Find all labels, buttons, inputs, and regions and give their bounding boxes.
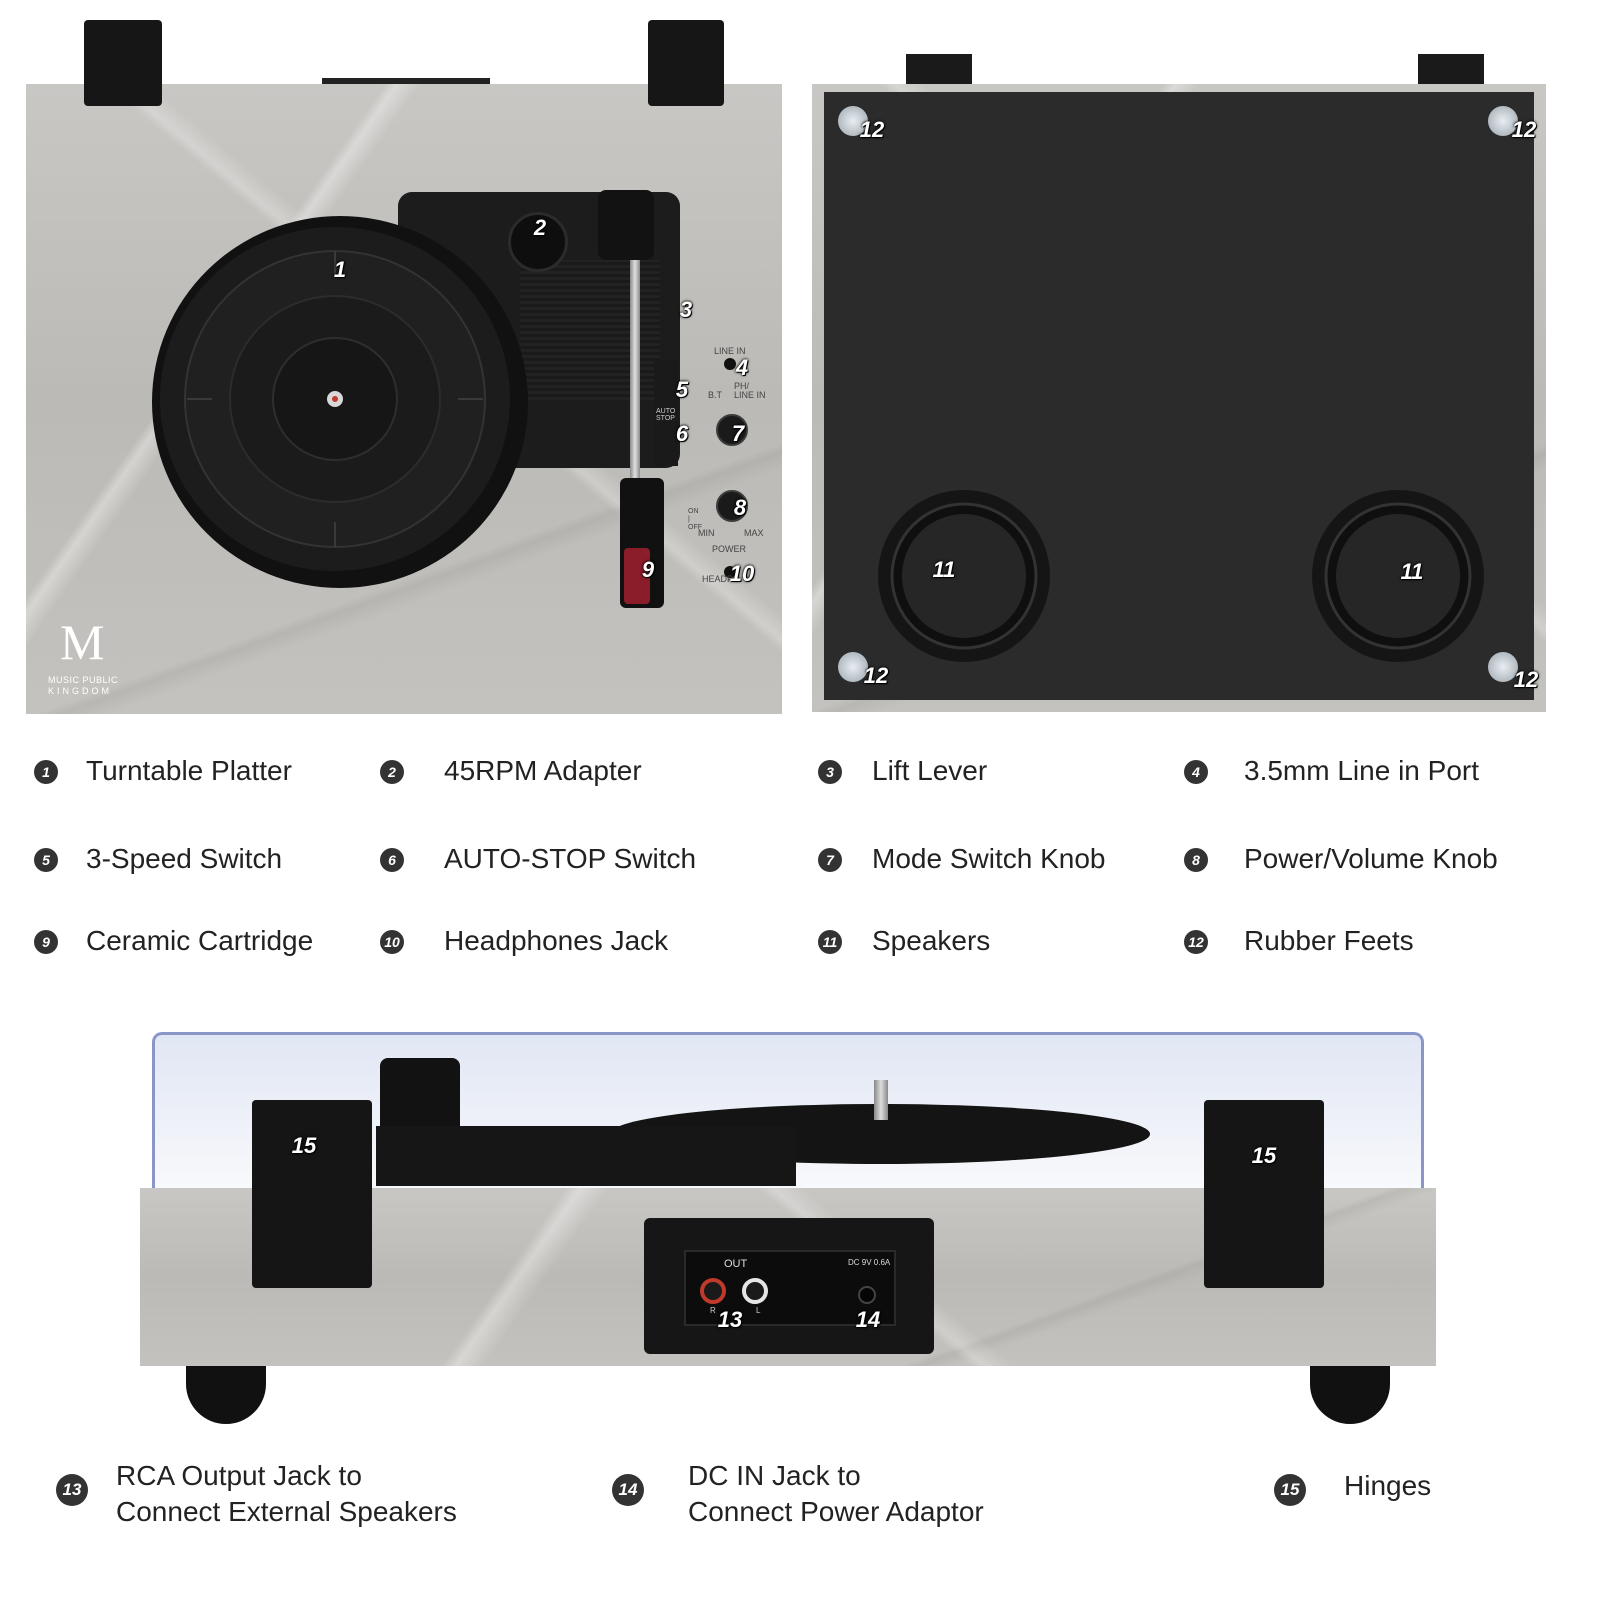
legend-badge-9: 9 xyxy=(34,930,58,954)
bottom-legend-badge-13: 13 xyxy=(56,1474,88,1506)
label-ph-line-in: PH/ LINE IN xyxy=(734,381,766,400)
rear-tonearm-assembly xyxy=(380,1058,460,1138)
bottom-legend-badge-14: 14 xyxy=(612,1474,644,1506)
legend-label-2: 45RPM Adapter xyxy=(444,755,642,786)
legend-badge-6: 6 xyxy=(380,848,404,872)
callout-7: 7 xyxy=(731,421,745,446)
bottom-legend-label-13: RCA Output Jack to Connect External Spea… xyxy=(116,1460,457,1527)
label-r: R xyxy=(710,1306,716,1315)
legend-label-3: Lift Lever xyxy=(872,755,988,786)
callout-13: 13 xyxy=(717,1307,743,1332)
rear-foot-left xyxy=(186,1366,266,1424)
rear-hinge-left xyxy=(252,1100,372,1288)
callout-10: 10 xyxy=(729,561,755,586)
callout-1: 1 xyxy=(333,257,347,282)
callout-12-br: 12 xyxy=(1513,667,1539,692)
cartridge-stylus xyxy=(624,548,650,604)
legend-label-5: 3-Speed Switch xyxy=(86,843,283,874)
turntable-platter xyxy=(152,216,528,588)
label-auto-stop: AUTO STOP xyxy=(656,408,676,422)
legend-label-4: 3.5mm Line in Port xyxy=(1244,755,1479,786)
power-volume-knob[interactable] xyxy=(716,490,748,522)
rubber-foot-bl xyxy=(838,652,868,682)
rubber-foot-tr xyxy=(1488,106,1518,136)
legend-label-6: AUTO-STOP Switch xyxy=(444,843,697,874)
brand-line1: MUSIC PUBLIC xyxy=(48,675,119,685)
mode-switch-knob[interactable] xyxy=(716,414,748,446)
dc-in-jack[interactable] xyxy=(858,1286,876,1304)
legend-badge-11: 11 xyxy=(818,930,842,954)
legend-label-7: Mode Switch Knob xyxy=(872,843,1106,874)
top-edge-slot xyxy=(322,78,490,84)
callout-12-bl: 12 xyxy=(863,663,889,688)
label-on-off: ON | OFF xyxy=(688,508,702,531)
callout-12-tr: 12 xyxy=(1511,117,1537,142)
line-in-port[interactable] xyxy=(724,358,736,370)
label-headp: HEADP xyxy=(702,574,734,584)
callout-8: 8 xyxy=(733,495,747,520)
tonearm xyxy=(630,238,640,478)
callout-15-left: 15 xyxy=(291,1133,317,1158)
legend-label-11: Speakers xyxy=(872,925,991,956)
label-dc: DC 9V 0.6A xyxy=(848,1258,891,1267)
rear-spindle xyxy=(874,1080,888,1120)
switch-strip xyxy=(654,360,678,466)
rca-jack-left[interactable] xyxy=(742,1278,768,1304)
bottom-legend-badge-15: 15 xyxy=(1274,1474,1306,1506)
rear-hinge-right xyxy=(1204,1100,1324,1288)
legend-label-8: Power/Volume Knob xyxy=(1244,843,1498,874)
45rpm-adapter xyxy=(508,212,568,272)
bottom-legend-label-15: Hinges xyxy=(1344,1470,1432,1501)
speaker-right xyxy=(1312,490,1484,662)
bottom-hinge-left xyxy=(906,54,972,84)
legend-badge-12: 12 xyxy=(1184,930,1208,954)
label-bt: B.T xyxy=(708,390,723,400)
rubber-foot-br xyxy=(1488,652,1518,682)
callout-14: 14 xyxy=(855,1307,881,1332)
legend-badge-3: 3 xyxy=(818,760,842,784)
brand-logo: M xyxy=(60,614,105,670)
callout-9: 9 xyxy=(641,557,655,582)
legend-label-12: Rubber Feets xyxy=(1244,925,1414,956)
legend-badge-2: 2 xyxy=(380,760,404,784)
legend-label-1: Turntable Platter xyxy=(86,755,292,786)
callout-15-right: 15 xyxy=(1251,1143,1277,1168)
top-hinge-left xyxy=(84,20,162,106)
callout-2: 2 xyxy=(533,215,547,240)
legend-badge-8: 8 xyxy=(1184,848,1208,872)
legend-badge-5: 5 xyxy=(34,848,58,872)
label-l: L xyxy=(756,1306,761,1315)
rear-deck xyxy=(376,1126,796,1186)
callout-6: 6 xyxy=(675,421,689,446)
label-power: POWER xyxy=(712,544,747,554)
legend-badge-7: 7 xyxy=(818,848,842,872)
legend-label-10: Headphones Jack xyxy=(444,925,669,956)
brand-line2: KINGDOM xyxy=(48,686,113,696)
bottom-legend-label-14: DC IN Jack to Connect Power Adaptor xyxy=(688,1460,984,1527)
callout-3: 3 xyxy=(679,297,693,322)
legend-badge-4: 4 xyxy=(1184,760,1208,784)
label-max: MAX xyxy=(744,528,764,538)
headphone-jack-port[interactable] xyxy=(724,566,736,578)
callout-4: 4 xyxy=(735,355,749,380)
callout-11-left: 11 xyxy=(932,557,956,582)
label-line-in: LINE IN xyxy=(714,346,746,356)
callout-12-tl: 12 xyxy=(859,117,885,142)
callout-5: 5 xyxy=(675,377,689,402)
speaker-left xyxy=(878,490,1050,662)
rubber-foot-tl xyxy=(838,106,868,136)
callout-11-right: 11 xyxy=(1400,559,1424,584)
tonearm-counterweight xyxy=(598,190,654,260)
top-hinge-right xyxy=(648,20,724,106)
bottom-hinge-right xyxy=(1418,54,1484,84)
label-min: MIN xyxy=(698,528,715,538)
legend-badge-1: 1 xyxy=(34,760,58,784)
label-out: OUT xyxy=(724,1258,748,1270)
rear-foot-right xyxy=(1310,1366,1390,1424)
rca-jack-right[interactable] xyxy=(700,1278,726,1304)
legend-badge-10: 10 xyxy=(380,930,404,954)
legend-label-9: Ceramic Cartridge xyxy=(86,925,314,956)
